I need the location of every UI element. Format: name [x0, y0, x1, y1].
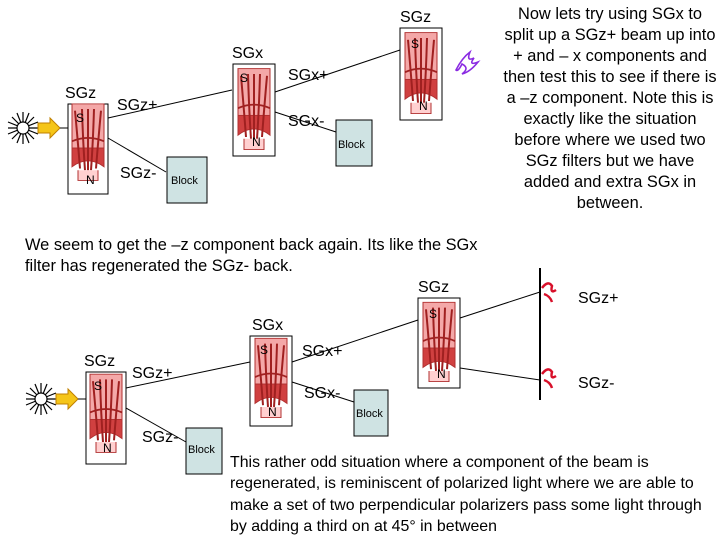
top-beam-x-plus-label: SGx+	[288, 67, 328, 84]
top-filter2-n-pole: N	[252, 135, 261, 149]
top-filter2-s-pole: S	[240, 71, 248, 85]
scribble-icon	[455, 49, 481, 75]
top-diagram: SGz S N SGz+ SGz- Block SGx S N SGx+ SGx…	[7, 9, 481, 204]
bottom-beam-z-plus	[459, 291, 541, 319]
top-filter1: SGz S N	[65, 85, 109, 195]
top-block2-label: Block	[338, 139, 365, 151]
top-block1-label: Block	[171, 175, 198, 187]
bottom-filter2-name: SGx	[252, 317, 283, 334]
bottom-source-starburst-icon	[25, 383, 57, 415]
bottom-filter1: SGz S N	[84, 353, 127, 465]
bottom-beam-x-plus-label: SGx+	[302, 343, 342, 360]
bottom-block2-label: Block	[356, 408, 383, 420]
top-filter1-s-pole: S	[76, 111, 84, 125]
top-block1	[166, 156, 208, 204]
screen-lower-label: SGz-	[578, 375, 614, 392]
top-filter1-name: SGz	[65, 85, 96, 102]
bottom-beam-x-plus	[291, 319, 419, 363]
top-beam-down	[107, 137, 167, 173]
bottom-filter2-s-pole: S	[260, 343, 268, 357]
bottom-filter3: SGz S N	[417, 279, 461, 389]
bottom-filter1-s-pole: S	[94, 379, 102, 393]
bottom-explanation-text: This rather odd situation where a compon…	[230, 454, 702, 535]
bottom-filter2-n-pole: N	[268, 405, 277, 419]
top-beam-x-minus	[274, 111, 337, 133]
bottom-beam-up	[125, 361, 251, 389]
top-source-starburst-icon	[7, 112, 39, 144]
middle-explanation-text: We seem to get the –z component back aga…	[25, 236, 478, 275]
top-beam-x-plus	[274, 49, 401, 93]
top-block2	[335, 119, 373, 167]
top-beam-x-minus-label: SGx-	[288, 113, 324, 130]
top-beam-up	[107, 89, 233, 119]
bottom-beam-x-minus	[291, 381, 355, 403]
top-filter2: SGx S N	[232, 45, 276, 157]
screen-upper-label: SGz+	[578, 290, 618, 307]
side-explanation-text: Now lets try using SGx to split up a SGz…	[503, 5, 717, 212]
top-filter3-n-pole: N	[419, 99, 428, 113]
bottom-block1	[185, 427, 223, 475]
bottom-beam-up-label: SGz+	[132, 365, 172, 382]
screen-spot-lower	[541, 368, 557, 389]
bottom-filter3-n-pole: N	[437, 367, 446, 381]
bottom-filter1-name: SGz	[84, 353, 115, 370]
top-filter2-name: SGx	[232, 45, 263, 62]
bottom-diagram: SGz S N SGz+ SGz- Block SGx S N SGx+ SGx…	[25, 268, 618, 475]
bottom-filter3-s-pole: S	[429, 307, 437, 321]
bottom-block1-label: Block	[188, 444, 215, 456]
bottom-filter1-n-pole: N	[103, 441, 112, 455]
top-filter3: SGz S N	[399, 9, 443, 121]
top-filter3-s-pole: S	[411, 37, 419, 51]
bottom-block2	[353, 389, 389, 437]
screen-spot-upper	[541, 282, 557, 303]
bottom-filter3-name: SGz	[418, 279, 449, 296]
bottom-beam-down-label: SGz-	[142, 429, 178, 446]
bottom-source-arrow	[55, 387, 79, 411]
top-filter1-n-pole: N	[86, 173, 95, 187]
top-beam-up-label: SGz+	[117, 97, 157, 114]
bottom-beam-z-minus	[459, 367, 541, 381]
bottom-beam-x-minus-label: SGx-	[304, 385, 340, 402]
top-source-arrow	[37, 116, 61, 140]
top-beam-down-label: SGz-	[120, 165, 156, 182]
bottom-filter2: SGx S N	[249, 317, 293, 427]
top-filter3-name: SGz	[400, 9, 431, 26]
bottom-beam-down	[125, 407, 187, 443]
